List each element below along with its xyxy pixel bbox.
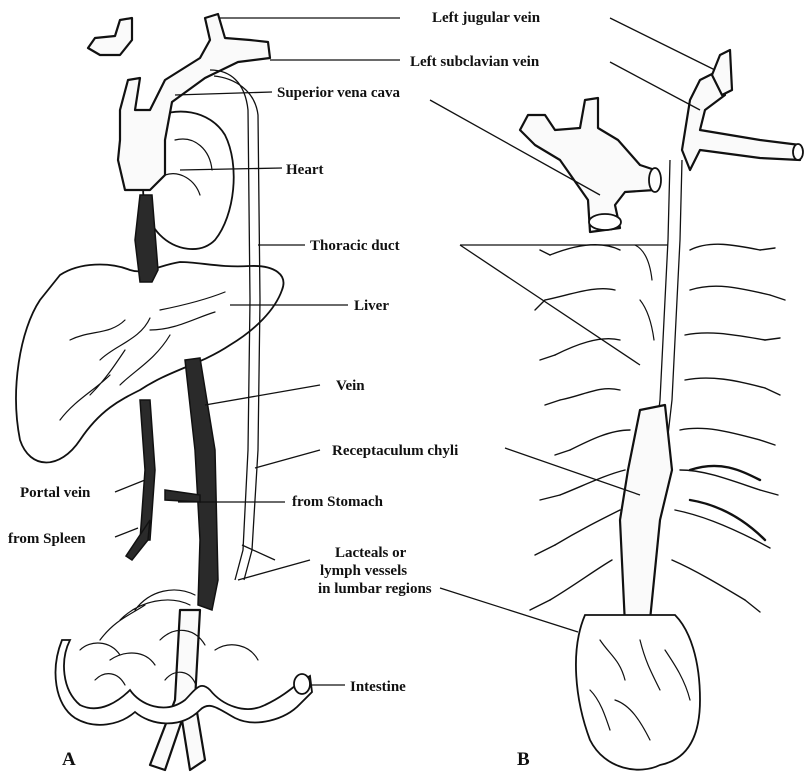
panel-b-illustration [520, 50, 803, 770]
label-lacteals-line3: in lumbar regions [318, 581, 432, 597]
label-lacteals-line2: lymph vessels [320, 563, 407, 579]
label-left-subclavian-vein: Left subclavian vein [410, 54, 540, 70]
portal-vein-shape [140, 400, 155, 540]
label-thoracic-duct: Thoracic duct [310, 238, 400, 254]
label-receptaculum-chyli: Receptaculum chyli [332, 443, 458, 459]
label-intestine: Intestine [350, 679, 406, 695]
label-superior-vena-cava: Superior vena cava [277, 85, 401, 101]
label-vein: Vein [336, 378, 365, 394]
panel-letter-b: B [517, 749, 530, 770]
label-from-stomach: from Stomach [292, 494, 384, 510]
label-lacteals-line1: Lacteals or [335, 545, 407, 561]
panel-letter-a: A [62, 749, 76, 770]
receptaculum-chyli-shape [620, 405, 672, 625]
label-from-spleen: from Spleen [8, 531, 86, 547]
label-portal-vein: Portal vein [20, 485, 91, 501]
label-left-jugular-vein: Left jugular vein [432, 10, 541, 26]
panel-a-illustration [16, 14, 312, 770]
label-liver: Liver [354, 298, 389, 314]
label-heart: Heart [286, 162, 323, 178]
